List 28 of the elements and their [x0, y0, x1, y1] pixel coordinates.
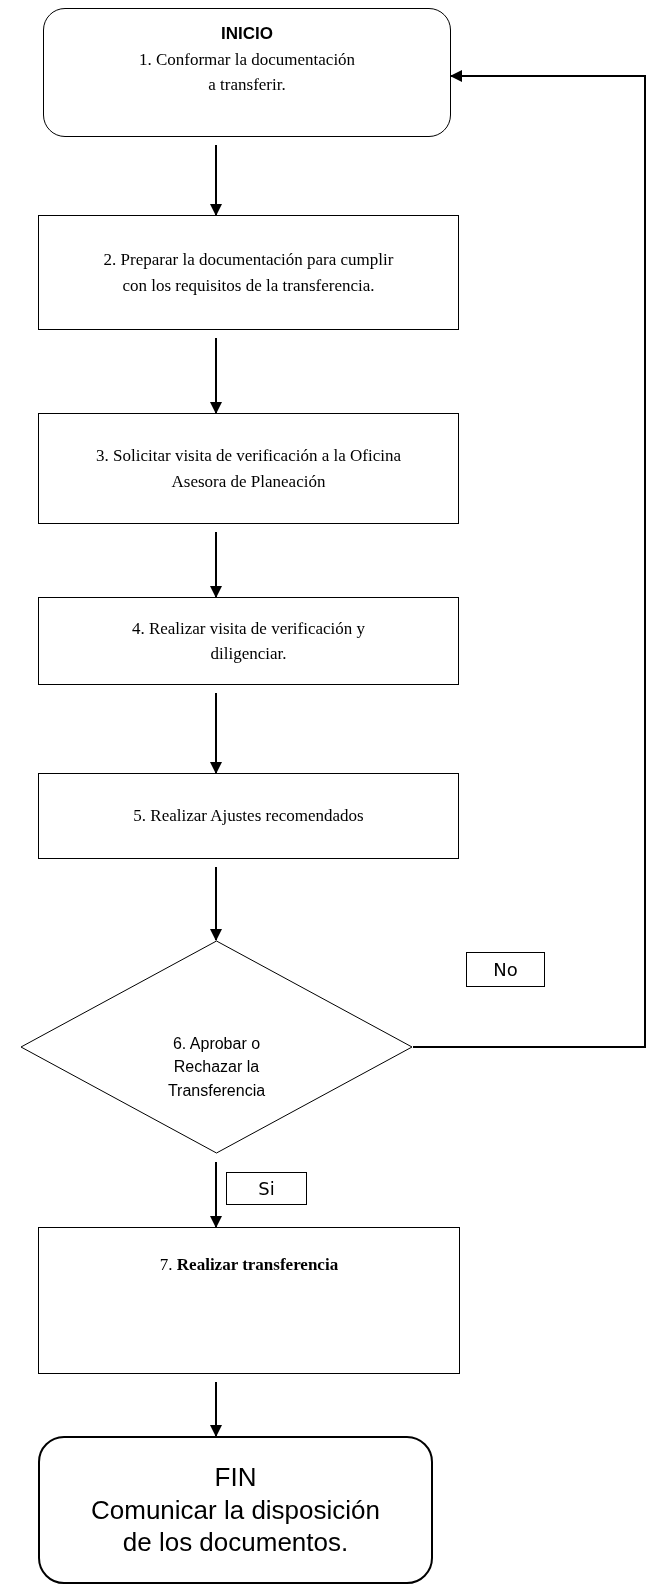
arrow [210, 692, 222, 774]
arrow [210, 1381, 222, 1437]
process-box [38, 413, 459, 524]
arrow [210, 531, 222, 598]
process-box [38, 773, 459, 859]
end-heading: FIN [214, 1461, 257, 1494]
arrow [210, 1161, 222, 1228]
start-box [43, 8, 451, 137]
arrow [412, 70, 646, 1048]
process-box [38, 215, 459, 330]
edge-label: Si [226, 1172, 307, 1205]
step-text: 5. Realizar Ajustes recomendados [132, 805, 365, 828]
step-text: 7. Realizar transferencia [158, 1254, 340, 1276]
end-box [38, 1436, 433, 1584]
step-text: 2. Preparar la documentación para cumplir con los requisitos de la transferencia. [102, 249, 395, 297]
process-box [38, 597, 459, 685]
end-text: Comunicar la disposición de los documentos. [90, 1493, 381, 1559]
arrow [210, 144, 222, 216]
decision-diamond [20, 940, 413, 1154]
process-box [38, 1227, 460, 1374]
step-text: 4. Realizar visita de verificación y diligenciar. [130, 617, 367, 665]
step-text: 1. Conformar la documentación a transferir. [137, 48, 357, 96]
decision-text: 6. Aprobar o Rechazar la Transferencia [166, 1034, 267, 1101]
step-text: 3. Solicitar visita de verificación a la Oficina Asesora de Planeación [95, 445, 402, 493]
arrow [210, 866, 222, 941]
start-heading: INICIO [221, 23, 273, 45]
edge-label: No [466, 952, 545, 987]
arrow [210, 337, 222, 414]
